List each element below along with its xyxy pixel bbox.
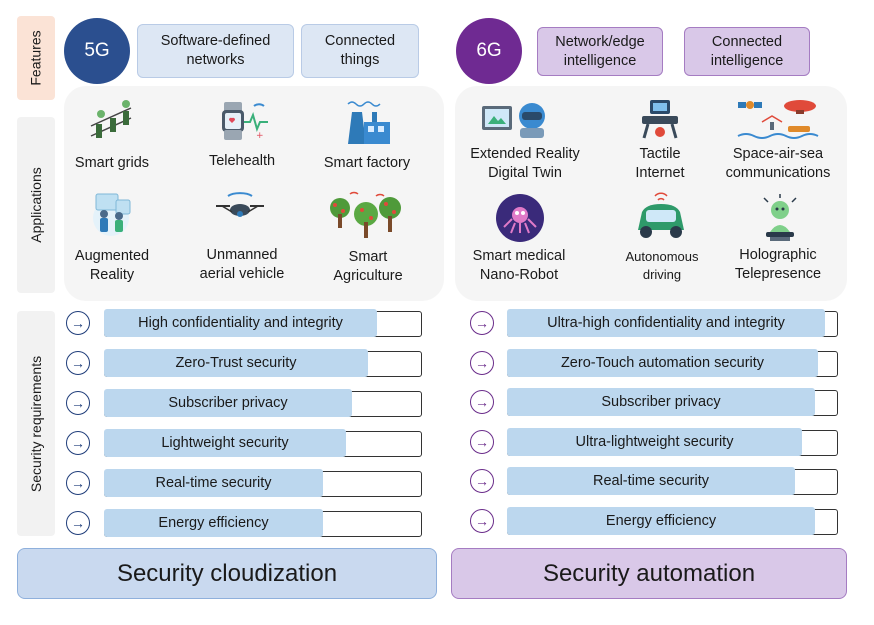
feature-software-defined-networks: Software-defined networks xyxy=(137,24,294,78)
arrow-right-icon: → xyxy=(470,429,494,454)
security-automation-box: Security automation xyxy=(451,548,847,599)
requirement-bar: Energy efficiency xyxy=(507,506,815,535)
arrow-right-icon: → xyxy=(66,471,90,495)
autonomous-car-icon xyxy=(638,192,684,238)
security-cloudization-box: Security cloudization xyxy=(17,548,437,599)
requirement-bar: Real-time security xyxy=(104,469,323,497)
arrow-right-icon: → xyxy=(66,431,90,455)
requirement-bar: High confidentiality and integrity xyxy=(104,309,377,337)
requirement-bar: Ultra-lightweight security xyxy=(507,427,802,456)
arrow-right-icon: → xyxy=(66,511,90,535)
badge-5g: 5G xyxy=(64,18,130,84)
requirement-bar: Zero-Trust security xyxy=(104,349,368,377)
feature-connected-intelligence: Connected intelligence xyxy=(684,27,810,76)
smart-grid-icon xyxy=(90,100,132,138)
app-extended-reality-digital-twin: Extended Reality Digital Twin xyxy=(470,146,580,181)
arrow-right-icon: → xyxy=(470,469,494,493)
arrow-right-icon: → xyxy=(470,508,494,533)
requirement-label: Lightweight security xyxy=(161,435,289,451)
extended-reality-icon xyxy=(482,103,545,138)
app-tactile-internet: Tactile Internet xyxy=(635,146,685,181)
augmented-reality-icon xyxy=(93,193,131,236)
feature-network-edge-intelligence: Network/edge intelligence xyxy=(537,27,663,76)
badge-6g: 6G xyxy=(456,18,522,84)
app-smart-factory: Smart factory xyxy=(323,155,411,171)
requirement-bar: Subscriber privacy xyxy=(507,388,815,416)
app-unmanned-aerial-vehicle: Unmanned aerial vehicle xyxy=(199,247,285,282)
requirement-bar: Zero-Touch automation security xyxy=(507,348,818,377)
requirement-label: Zero-Touch automation security xyxy=(560,354,765,371)
svg-text:+: + xyxy=(256,131,264,141)
features-label-text: Features xyxy=(28,30,44,86)
app-smart-grids: Smart grids xyxy=(74,155,150,171)
requirement-label: Real-time security xyxy=(592,473,710,489)
agriculture-icon xyxy=(330,191,401,238)
arrow-right-icon: → xyxy=(66,311,90,335)
requirement-label: Ultra-high confidentiality and integrity xyxy=(547,315,785,331)
applications-label: Applications xyxy=(17,117,55,293)
requirement-label: Subscriber privacy xyxy=(601,394,721,410)
hologram-icon xyxy=(763,194,797,241)
requirement-label: Energy efficiency xyxy=(605,512,717,529)
factory-icon xyxy=(347,101,390,144)
features-label: Features xyxy=(17,16,55,100)
drone-icon xyxy=(216,192,264,217)
app-smart-agriculture: Smart Agriculture xyxy=(333,249,403,284)
requirement-label: Zero-Trust security xyxy=(175,355,297,371)
arrow-right-icon: → xyxy=(66,391,90,415)
applications-label-text: Applications xyxy=(28,167,44,243)
feature-connected-things: Connected things xyxy=(301,24,419,78)
app-smart-medical-nano-robot: Smart medical Nano-Robot xyxy=(472,248,566,283)
telehealth-icon: + xyxy=(222,102,268,141)
nano-robot-icon xyxy=(496,194,544,242)
app-autonomous-driving: Autonomous driving xyxy=(625,249,699,282)
security-requirements-label-text: Security requirements xyxy=(28,355,45,492)
requirement-bar: Lightweight security xyxy=(104,429,346,457)
requirement-label: High confidentiality and integrity xyxy=(138,315,343,331)
requirement-label: Ultra-lightweight security xyxy=(575,433,734,450)
requirement-bar: Ultra-high confidentiality and integrity xyxy=(507,309,825,337)
arrow-right-icon: → xyxy=(470,390,494,414)
requirement-bar: Real-time security xyxy=(507,467,795,495)
app-telehealth: Telehealth xyxy=(208,153,276,169)
app-holographic-telepresence: Holographic Telepresence xyxy=(734,247,822,282)
app-augmented-reality: Augmented Reality xyxy=(74,248,150,283)
app-space-air-sea-communications: Space-air-sea communications xyxy=(725,146,831,181)
arrow-right-icon: → xyxy=(470,311,494,335)
requirement-label: Energy efficiency xyxy=(158,515,269,531)
satellite-icon xyxy=(737,100,819,139)
tactile-internet-icon xyxy=(642,100,678,139)
arrow-right-icon: → xyxy=(66,351,90,375)
requirement-bar: Energy efficiency xyxy=(104,509,323,537)
requirement-bar: Subscriber privacy xyxy=(104,389,352,417)
security-requirements-label: Security requirements xyxy=(17,311,55,536)
requirement-label: Subscriber privacy xyxy=(168,395,288,411)
arrow-right-icon: → xyxy=(470,350,494,375)
requirement-label: Real-time security xyxy=(155,475,272,491)
